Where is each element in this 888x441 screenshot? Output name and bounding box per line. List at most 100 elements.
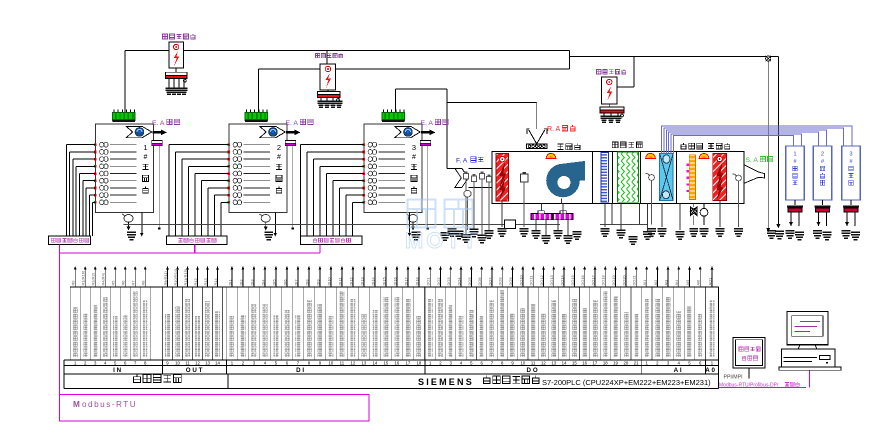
svg-text:5: 5 <box>688 360 691 365</box>
svg-text:11: 11 <box>185 360 190 365</box>
svg-text:3: 3 <box>450 360 453 365</box>
svg-text:DO6: DO6 <box>477 278 482 286</box>
svg-text:R7: R7 <box>131 281 136 286</box>
svg-text:DI17: DI17 <box>403 277 408 285</box>
svg-text:DI2: DI2 <box>238 279 243 285</box>
svg-text:6: 6 <box>480 360 483 365</box>
svg-text:17: 17 <box>593 360 598 365</box>
svg-text:DO3: DO3 <box>446 278 451 286</box>
svg-text:1: 1 <box>231 360 234 365</box>
svg-text:1: 1 <box>74 360 77 365</box>
svg-text:DI5: DI5 <box>271 279 276 285</box>
svg-text:R8: R8 <box>141 281 146 286</box>
svg-text:3: 3 <box>849 152 852 158</box>
svg-text:DI18: DI18 <box>414 277 419 285</box>
svg-text:17: 17 <box>406 360 411 365</box>
svg-text:R0: R0 <box>71 280 76 286</box>
svg-text:13: 13 <box>551 360 556 365</box>
svg-text:DO5: DO5 <box>467 278 472 286</box>
svg-text:9: 9 <box>511 360 514 365</box>
svg-text:DI6: DI6 <box>282 279 287 285</box>
svg-text:DO1: DO1 <box>426 278 431 286</box>
svg-text:R9(R11): R9(R11) <box>163 270 168 285</box>
svg-text:AO1: AO1 <box>707 278 712 286</box>
svg-text:DO17: DO17 <box>590 275 595 285</box>
svg-text:OUT: OUT <box>186 367 204 374</box>
svg-text:13: 13 <box>362 360 367 365</box>
svg-text:DO10: DO10 <box>518 275 523 286</box>
svg-text:7: 7 <box>134 360 137 365</box>
svg-text:21: 21 <box>634 360 639 365</box>
svg-text:AI4: AI4 <box>674 279 679 286</box>
svg-text:16: 16 <box>395 360 400 365</box>
svg-text:DO13: DO13 <box>549 275 554 285</box>
svg-text:DI: DI <box>296 367 306 374</box>
svg-text:DO4: DO4 <box>456 277 461 286</box>
svg-text:AI2: AI2 <box>653 280 658 286</box>
svg-text:odbus-RTU: odbus-RTU <box>82 400 137 409</box>
svg-text:E. A: E. A <box>421 120 434 127</box>
svg-text:6: 6 <box>699 360 702 365</box>
svg-text:7: 7 <box>297 360 300 365</box>
svg-text:3: 3 <box>94 360 97 365</box>
svg-text:DI1: DI1 <box>227 279 232 285</box>
svg-text:5: 5 <box>275 360 278 365</box>
svg-text:DO20: DO20 <box>621 275 626 286</box>
svg-text:10: 10 <box>520 360 525 365</box>
svg-text:R14: R14 <box>213 278 218 286</box>
svg-text:19: 19 <box>613 360 618 365</box>
svg-text:AI1: AI1 <box>642 280 647 286</box>
svg-text:2: 2 <box>84 360 87 365</box>
svg-text:#: # <box>277 154 281 161</box>
svg-text:12: 12 <box>351 360 356 365</box>
svg-text:DI4: DI4 <box>260 279 265 286</box>
svg-text:AI3: AI3 <box>663 280 668 286</box>
svg-text:4: 4 <box>264 360 267 365</box>
svg-text:2: 2 <box>277 143 281 152</box>
svg-text:R10(R14): R10(R14) <box>173 268 178 286</box>
svg-text:DI12: DI12 <box>348 277 353 285</box>
svg-text:DO21: DO21 <box>632 275 637 285</box>
svg-text:DO12: DO12 <box>539 275 544 285</box>
svg-text:4: 4 <box>460 360 463 365</box>
svg-text:15: 15 <box>572 360 577 365</box>
svg-text:#: # <box>144 154 148 161</box>
svg-text:12: 12 <box>195 360 200 365</box>
svg-text:DI14: DI14 <box>370 276 375 285</box>
svg-text:7: 7 <box>491 360 494 365</box>
svg-text:16: 16 <box>582 360 587 365</box>
svg-text:DO19: DO19 <box>611 275 616 285</box>
svg-text:R6: R6 <box>121 281 126 286</box>
svg-text:DI7: DI7 <box>293 279 298 285</box>
svg-text:4: 4 <box>104 360 107 365</box>
svg-text:R1(R16): R1(R16) <box>81 270 86 285</box>
svg-text:E. A: E. A <box>152 120 165 127</box>
svg-text:M: M <box>73 400 81 409</box>
svg-text:4: 4 <box>678 360 681 365</box>
svg-text:Modbus-RTU/Profibus-DP/: Modbus-RTU/Profibus-DP/ <box>719 382 779 388</box>
svg-text:5: 5 <box>114 360 117 365</box>
svg-text:#: # <box>821 159 825 165</box>
svg-text:8: 8 <box>308 360 311 365</box>
svg-text:18: 18 <box>417 360 422 365</box>
svg-text:DI11: DI11 <box>337 278 342 286</box>
svg-text:R2(R2): R2(R2) <box>91 272 96 285</box>
svg-text:1: 1 <box>143 143 147 152</box>
svg-text:6: 6 <box>124 360 127 365</box>
svg-text:3: 3 <box>412 143 416 152</box>
svg-text:R4(R4): R4(R4) <box>101 272 106 285</box>
svg-text:DO8: DO8 <box>498 278 503 286</box>
svg-text:14: 14 <box>215 360 220 365</box>
svg-text:2: 2 <box>821 152 824 158</box>
svg-text:#: # <box>412 154 416 161</box>
svg-text:8: 8 <box>144 360 147 365</box>
svg-text:14: 14 <box>373 360 378 365</box>
svg-text:1: 1 <box>429 360 432 365</box>
svg-text:S7-200PLC (CPU224XP+EM222+EM22: S7-200PLC (CPU224XP+EM222+EM223+EM231) <box>542 378 711 387</box>
svg-text:MOTT: MOTT <box>405 228 479 253</box>
svg-text:9: 9 <box>166 360 169 365</box>
svg-text:DO: DO <box>527 367 540 374</box>
svg-text:DO18: DO18 <box>601 275 606 285</box>
svg-text:11: 11 <box>531 360 536 365</box>
svg-text:2: 2 <box>439 360 442 365</box>
